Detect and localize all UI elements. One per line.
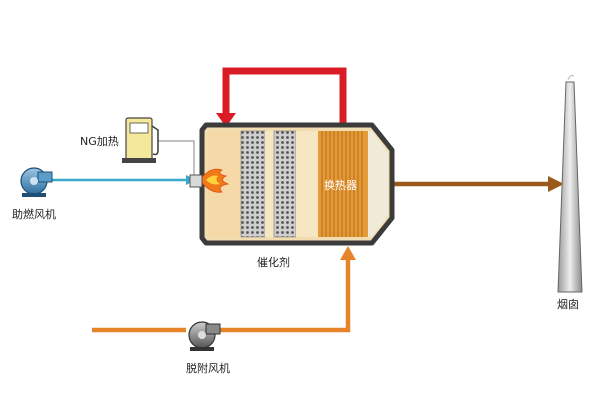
fuel-pump-icon — [122, 117, 159, 163]
catalyst-bed-2 — [273, 130, 297, 238]
heat-exchanger: 换热器 — [318, 131, 368, 237]
heat-exchanger-label: 换热器 — [324, 178, 357, 192]
desorption-fan-label: 脱附风机 — [186, 361, 230, 375]
blower-fan-icon — [20, 167, 53, 197]
combustion-air-line — [48, 175, 196, 185]
catalytic-reactor-vessel: 换热器 — [189, 122, 395, 246]
desorption-fan-icon — [188, 321, 221, 351]
ng-heating-label: NG加热 — [80, 135, 119, 148]
flame-icon — [199, 168, 230, 193]
ng-fuel-line — [158, 140, 195, 176]
catalyst-label: 催化剂 — [257, 255, 290, 269]
combustion-fan-label: 助燃风机 — [12, 207, 56, 221]
chimney-label: 烟囱 — [557, 297, 579, 311]
hot-gas-recirculation-line — [216, 67, 347, 130]
desorption-gas-line — [92, 246, 356, 333]
exhaust-line — [390, 176, 564, 192]
chimney-icon — [557, 75, 583, 293]
burner-nozzle — [189, 174, 203, 188]
catalyst-bed-1 — [240, 130, 266, 238]
